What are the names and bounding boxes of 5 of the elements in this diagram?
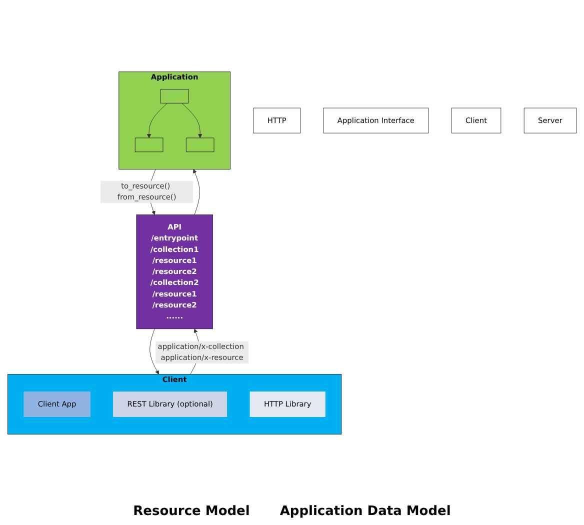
note-text: Resource Model	[133, 504, 250, 519]
note-text: Application Data Model	[280, 504, 451, 519]
node-box	[160, 89, 189, 104]
node-box	[186, 138, 214, 152]
node-box	[134, 138, 164, 152]
